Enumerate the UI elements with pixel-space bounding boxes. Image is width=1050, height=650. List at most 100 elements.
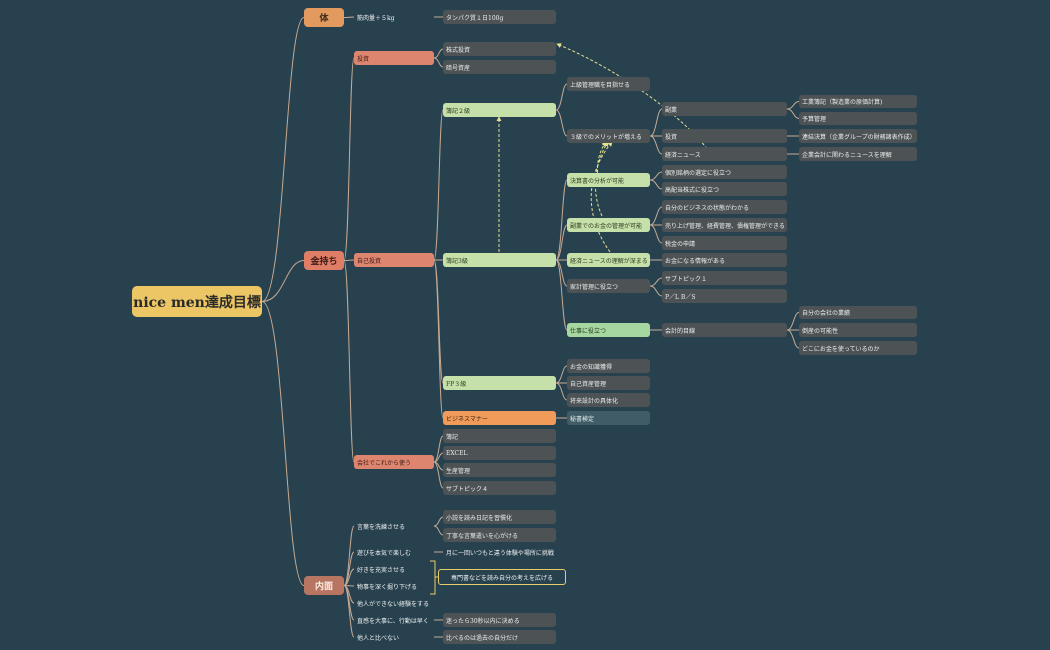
topic-level3-merits: ３級でのメリットが増える — [567, 129, 650, 143]
topic-senior-management: 上級管理職を目指せる — [567, 77, 650, 91]
topic-useful-for-work: 仕事に役立つ — [567, 323, 650, 337]
link-shosetsu — [433, 516, 444, 527]
link-fukugyo2 — [649, 108, 663, 137]
link-hikaku — [343, 585, 355, 638]
link-kessan — [555, 179, 568, 261]
topic-sales-management: 売り上げ管理、経費管理、債権管理ができる — [662, 218, 787, 232]
branch-inner: 内面 — [304, 576, 344, 595]
topic-money-knowledge: お金の知識獲得 — [567, 359, 650, 373]
topic-polite-words: 丁寧な言葉遣いを心がける — [443, 528, 556, 542]
topic-high-dividend: 高配当株式に役立つ — [662, 182, 787, 196]
topic-accounting-view: 会計的目線 — [662, 323, 787, 337]
topic-investment: 投資 — [354, 51, 434, 65]
topic-financial-analysis: 決算書の分析が可能 — [567, 173, 650, 187]
link-teinei — [433, 525, 444, 536]
topic-dig-deep: 物事を深く掘り下げる — [357, 583, 418, 591]
link-boki2 — [433, 109, 444, 261]
link-kabu — [433, 48, 444, 59]
link-manner — [433, 259, 444, 419]
link-kanemochi — [261, 260, 305, 302]
topic-pl-bs: P／L B／S — [662, 289, 787, 303]
topic-enjoy-play: 遊びを本気で楽しむ — [357, 549, 412, 557]
topic-future-planning: 将来設計の具体化 — [567, 393, 650, 407]
link-yosan — [786, 108, 800, 119]
link-kohaito — [649, 179, 663, 190]
topic-investment-2: 投資 — [662, 129, 787, 143]
topic-refine-words: 言葉を洗練させる — [357, 523, 406, 531]
link-karada — [261, 17, 305, 302]
topic-stock-selection: 個別銘柄の選定に役立つ — [662, 165, 787, 179]
link-kobetsu — [649, 171, 663, 181]
dashed-arrow-keizai2-to-kabu — [556, 43, 717, 162]
topic-asset-management: 自己資産管理 — [567, 376, 650, 390]
link-shigoto — [555, 259, 568, 331]
topic-compare-past-self: 比べるのは過去の自分だけ — [443, 630, 556, 644]
topic-industrial-bookkeeping: 工業簿記（製造業の原価計算) — [799, 95, 917, 108]
topic-business-manners: ビジネスマナー — [443, 411, 556, 425]
topic-boki-level3: 簿記3級 — [443, 253, 556, 267]
link-chishiki — [555, 365, 568, 384]
link-jokyu — [555, 83, 568, 111]
branch-money: 金持ち — [304, 251, 344, 270]
link-fukugyo3 — [555, 224, 568, 261]
topic-crypto: 暗号資産 — [443, 60, 556, 74]
topic-corporate-news: 企業会計に関わるニュースを理解 — [799, 147, 917, 161]
topic-no-comparison: 他人と比べない — [357, 634, 400, 642]
link-kaisha — [343, 260, 355, 463]
topic-bankruptcy-risk: 倒産の可能性 — [799, 323, 917, 337]
topic-boki-level2: 簿記２級 — [443, 103, 556, 117]
link-sub1 — [649, 277, 663, 287]
topic-company-use: 会社でこれから使う — [354, 455, 434, 469]
topic-muscle-goal: 筋肉量＋５kg — [357, 14, 395, 22]
topic-fp-level3: FP３級 — [443, 376, 556, 390]
link-doko — [786, 329, 800, 349]
topic-production-management: 生産管理 — [443, 463, 556, 477]
link-sub4 — [433, 461, 444, 489]
topic-monthly-challenge: 月に一回いつもと違う体験や場所に挑戦 — [446, 549, 554, 557]
link-chokkan — [343, 585, 355, 621]
topic-intuition: 直感を大事に、行動は早く — [357, 617, 429, 625]
topic-subtopic-1: サブトピック１ — [662, 271, 787, 285]
link-jisha — [786, 312, 800, 331]
topic-company-performance: 自分の会社の業績 — [799, 306, 917, 319]
topic-money-info: お金になる情報がある — [662, 253, 787, 267]
dashed-arrow-kessan-to-merit3 — [597, 141, 607, 179]
topic-side-job-2: 副業 — [662, 102, 787, 116]
branch-body: 体 — [304, 8, 344, 27]
link-jiko — [343, 259, 355, 261]
topic-economic-news-3: 経済ニュースの理解が深まる — [567, 253, 650, 267]
link-shorai — [555, 382, 568, 401]
link-kotoba — [343, 525, 355, 586]
link-angou — [433, 57, 444, 68]
topic-excel: EXCEL — [443, 446, 556, 460]
link-kakei — [555, 259, 568, 287]
topic-economic-news-2: 経済ニュース — [662, 147, 787, 161]
topic-budget-management: 予算管理 — [799, 112, 917, 125]
topic-secretary-exam: 秘書検定 — [567, 411, 650, 425]
summary-callout: 専門書などを読み自分の考えを広げる — [438, 569, 566, 585]
topic-novels-diary: 小説を読み日記を習慣化 — [443, 510, 556, 524]
topic-stock-investment: 株式投資 — [443, 42, 556, 56]
topic-unique-experience: 他人ができない経験をする — [357, 600, 430, 608]
topic-subtopic-4: サブトピック４ — [443, 481, 556, 495]
topic-self-investment: 自己投資 — [354, 253, 434, 267]
topic-household-budget: 家計管理に役立つ — [567, 279, 650, 293]
topic-decide-30s: 迷ったら30秒以内に決める — [443, 613, 556, 627]
topic-side-job-money: 副業でのお金の管理が可能 — [567, 218, 650, 232]
link-keizai2 — [649, 135, 663, 155]
link-merit3 — [555, 109, 568, 137]
link-jibun — [649, 206, 663, 226]
link-kin5 — [343, 16, 355, 18]
link-toushi — [343, 57, 355, 261]
dashed-arrow-keizai3-to-merit3 — [590, 141, 613, 253]
summary-bracket — [430, 560, 438, 595]
mind-map-root: nice men達成目標 — [132, 286, 262, 317]
link-pl — [649, 285, 663, 297]
topic-enrich-likes: 好きを充実させる — [357, 566, 406, 574]
link-kogyo — [786, 101, 800, 110]
topic-protein: タンパク質１日100g — [443, 10, 556, 24]
topic-tax-filing: 税金の申請 — [662, 236, 787, 250]
link-zeikin — [649, 224, 663, 244]
link-naimen — [261, 301, 305, 586]
